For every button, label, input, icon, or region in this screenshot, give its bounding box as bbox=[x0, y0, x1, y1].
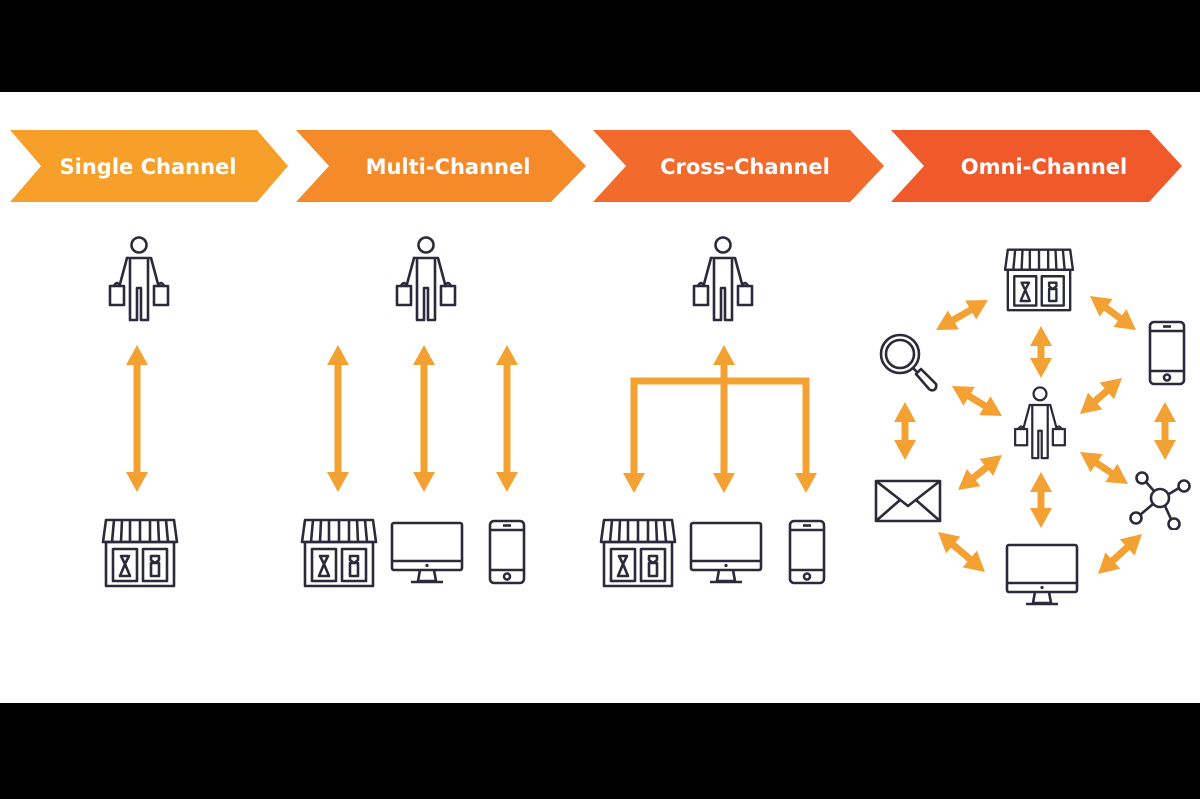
arrow-head bbox=[413, 472, 435, 492]
arrow-head bbox=[1099, 378, 1122, 400]
store-icon bbox=[1003, 248, 1075, 312]
arrow-head bbox=[126, 472, 148, 492]
store-icon bbox=[101, 518, 179, 588]
stage-multi-channel: Multi-Channel bbox=[296, 130, 586, 202]
arrow-head bbox=[936, 310, 959, 330]
arrow-head bbox=[1113, 309, 1136, 330]
arrow-head bbox=[958, 468, 981, 490]
envelope-icon bbox=[874, 479, 942, 523]
stage-label: Cross-Channel bbox=[660, 155, 830, 179]
shopper-icon bbox=[395, 236, 457, 322]
arrow-head bbox=[979, 396, 1002, 416]
arrow-head bbox=[126, 345, 148, 365]
shopper-icon bbox=[1014, 386, 1066, 460]
arrow-head bbox=[1030, 326, 1052, 346]
arrow-head bbox=[938, 532, 961, 554]
arrow-head bbox=[1030, 472, 1052, 492]
smartphone-icon bbox=[488, 519, 526, 585]
arrow-shaft bbox=[1102, 303, 1124, 323]
arrow-head bbox=[1154, 402, 1176, 422]
arrow-head bbox=[952, 386, 975, 406]
arrow-head bbox=[894, 402, 916, 422]
arrow-head bbox=[496, 345, 518, 365]
arrow-shaft bbox=[969, 463, 991, 482]
arrow-head bbox=[962, 550, 985, 572]
arrow-head bbox=[795, 473, 817, 493]
arrow-head bbox=[979, 455, 1002, 477]
arrow-head bbox=[1080, 452, 1103, 473]
arrow-head bbox=[965, 300, 988, 320]
arrow-head bbox=[1030, 508, 1052, 528]
store-icon bbox=[300, 518, 378, 588]
arrow-head bbox=[1154, 440, 1176, 460]
arrow-head bbox=[1105, 463, 1128, 484]
connector-arrows bbox=[126, 296, 1176, 574]
arrow-shaft bbox=[949, 305, 975, 325]
desktop-icon bbox=[390, 521, 464, 584]
stage-cross-channel: Cross-Channel bbox=[593, 130, 884, 202]
stage-single-channel: Single Channel bbox=[10, 130, 288, 202]
arrow-head bbox=[713, 345, 735, 365]
arrow-head bbox=[327, 472, 349, 492]
arrow-shaft bbox=[1091, 387, 1111, 405]
arrow-head bbox=[413, 345, 435, 365]
stage-omni-channel: Omni-Channel bbox=[891, 130, 1182, 202]
cross-channel-bracket bbox=[630, 360, 810, 470]
arrow-head bbox=[894, 440, 916, 460]
arrow-shaft bbox=[1108, 543, 1132, 565]
search-icon bbox=[879, 333, 938, 392]
arrow-head bbox=[1098, 552, 1121, 574]
arrow-head bbox=[327, 345, 349, 365]
arrow-head bbox=[713, 473, 735, 493]
smartphone-icon bbox=[1148, 320, 1186, 386]
store-icon bbox=[599, 518, 677, 588]
network-icon bbox=[1129, 471, 1191, 530]
shopper-icon bbox=[692, 236, 754, 322]
arrow-head bbox=[1090, 296, 1113, 317]
arrow-shaft bbox=[965, 392, 989, 410]
stage-label: Single Channel bbox=[60, 155, 237, 179]
stage-label: Omni-Channel bbox=[961, 155, 1127, 179]
arrow-shaft bbox=[949, 541, 974, 563]
letterbox-bottom bbox=[0, 703, 1200, 799]
shopper-icon bbox=[108, 236, 170, 322]
letterbox-top bbox=[0, 0, 1200, 92]
arrow-head bbox=[496, 472, 518, 492]
stage-label: Multi-Channel bbox=[366, 155, 531, 179]
desktop-icon bbox=[1005, 543, 1079, 606]
arrow-head bbox=[1080, 392, 1103, 414]
stage-chevrons: Single Channel Multi-Channel Cross-Chann… bbox=[10, 130, 1182, 202]
arrow-head bbox=[1030, 358, 1052, 378]
smartphone-icon bbox=[788, 519, 826, 585]
arrow-shaft bbox=[1093, 459, 1115, 477]
arrow-head bbox=[623, 473, 645, 493]
arrow-head bbox=[1119, 534, 1142, 556]
desktop-icon bbox=[689, 521, 763, 584]
